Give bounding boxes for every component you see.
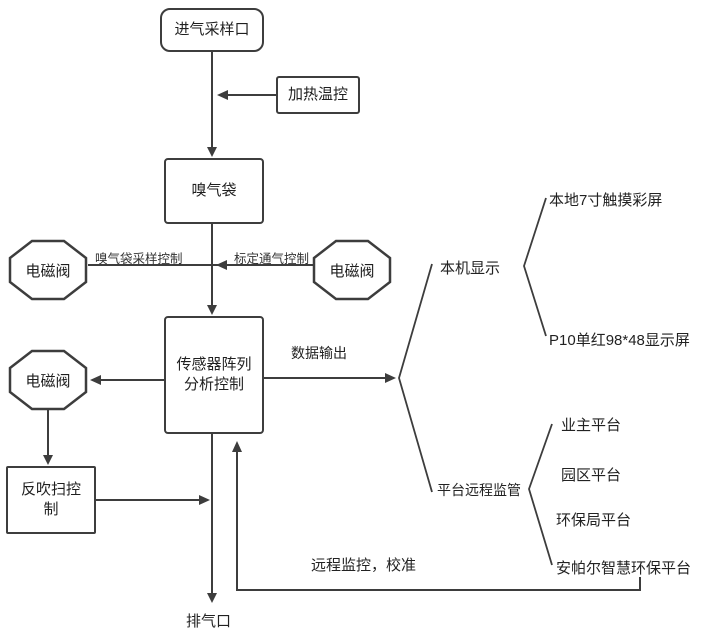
arrow-down-into-backflush: [43, 455, 53, 465]
brace-platform-split: [528, 423, 553, 566]
node-gas-bag: 嗅气袋: [164, 158, 264, 224]
label-p10-screen: P10单红98*48显示屏: [549, 332, 690, 349]
arrow-left-heating: [217, 90, 228, 100]
label-owner-platform: 业主平台: [561, 417, 622, 434]
node-solenoid-valve-mid-left: 电磁阀: [25, 373, 71, 390]
node-intake-label: 进气采样口: [174, 20, 250, 38]
node-bag-label: 嗅气袋: [191, 181, 237, 199]
node-sensor-array-control: 传感器阵列分析控制: [164, 316, 264, 434]
label-epa-platform: 环保局平台: [556, 512, 632, 529]
arrow-left-into-solenoid: [90, 375, 101, 385]
label-exhaust-port: 排气口: [186, 613, 232, 630]
node-solenoid-valve-top-right: 电磁阀: [329, 263, 375, 280]
node-heating-control: 加热温控: [276, 76, 360, 114]
node-backflush-control: 反吹扫控制: [6, 466, 96, 534]
node-solenoid-valve-top-left: 电磁阀: [25, 263, 71, 280]
label-local-display: 本机显示: [440, 260, 501, 277]
label-data-output: 数据输出: [291, 345, 347, 361]
label-park-platform: 园区平台: [561, 467, 622, 484]
arrow-right-backflush: [199, 495, 210, 505]
arrow-up-remote-return: [232, 441, 242, 452]
label-calibration-vent-control: 标定通气控制: [234, 252, 310, 266]
label-platform-supervision: 平台远程监管: [437, 482, 521, 498]
arrowheads: [43, 90, 396, 603]
brace-display-split: [523, 197, 547, 337]
arrow-down-into-bag: [207, 147, 217, 157]
node-sensor-label: 传感器阵列分析控制: [176, 355, 252, 393]
octagon-solenoid-top-right: [312, 239, 392, 301]
brace-output-split: [398, 263, 433, 493]
node-backflush-label: 反吹扫控制: [20, 480, 81, 518]
arrow-down-exhaust: [207, 593, 217, 603]
label-touch-screen: 本地7寸触摸彩屏: [549, 192, 663, 209]
label-bag-sampling-control: 嗅气袋采样控制: [95, 252, 183, 266]
connector-remote-return: [236, 446, 641, 591]
arrow-left-calibration: [216, 260, 227, 270]
arrow-down-into-sensor: [207, 305, 217, 315]
node-intake-port: 进气采样口: [160, 8, 264, 52]
octagon-solenoid-mid-left: [8, 349, 88, 411]
label-remote-monitor-calibrate: 远程监控，校准: [311, 557, 417, 574]
arrow-right-data-output: [385, 373, 396, 383]
node-heating-label: 加热温控: [287, 85, 348, 103]
octagon-solenoid-top-left: [8, 239, 88, 301]
label-anpaer-platform: 安帕尔智慧环保平台: [556, 560, 692, 577]
